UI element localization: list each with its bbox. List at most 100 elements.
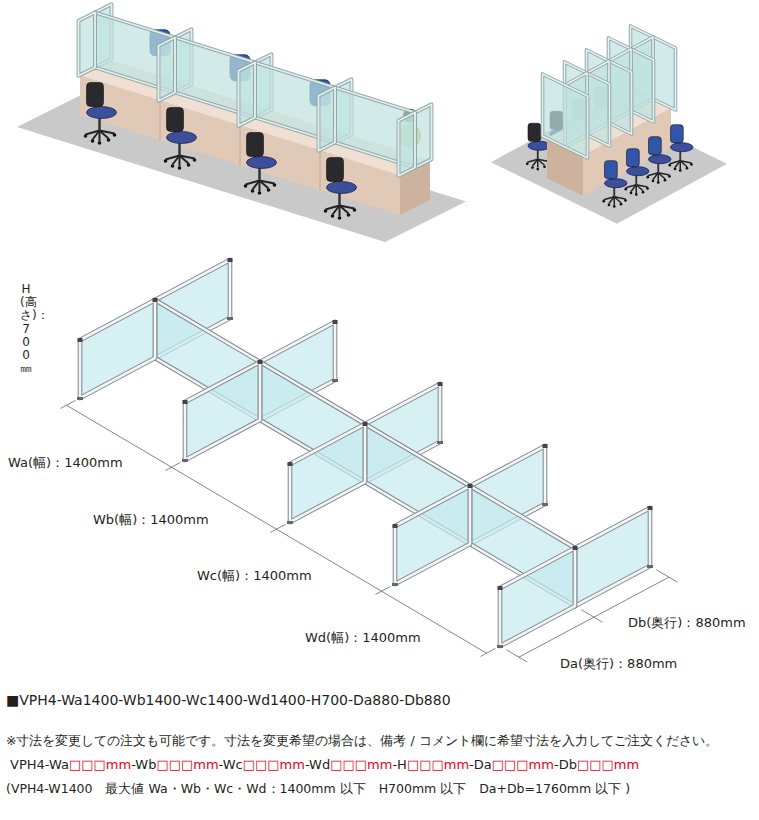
- chair-wheel: [613, 205, 616, 208]
- post-cap: [363, 422, 368, 426]
- chair-back: [87, 83, 104, 107]
- panel-frame-inner: [80, 300, 155, 398]
- panel-frame: [319, 88, 336, 151]
- chair-wheel: [674, 168, 677, 171]
- dimension-tick: [581, 610, 602, 622]
- panel-frame: [575, 508, 650, 606]
- chair-wheel: [686, 167, 689, 170]
- chair-wheel: [353, 208, 357, 212]
- chair-seat: [327, 182, 357, 194]
- panel-frame-inner: [319, 88, 336, 151]
- glass-panel: [159, 38, 176, 101]
- post-cap: [288, 462, 293, 466]
- panel-frame: [399, 113, 416, 176]
- chair-base: [260, 181, 275, 184]
- panel-frame: [415, 104, 432, 167]
- text-part: H(高さ)：700㎜: [20, 282, 49, 375]
- chair-base: [614, 197, 625, 199]
- panel-frame: [290, 424, 365, 522]
- post-cap: [438, 382, 443, 386]
- chair-back: [247, 133, 264, 157]
- panel-frame-inner: [415, 104, 432, 167]
- chair-wheel: [91, 139, 95, 143]
- chair-base: [653, 173, 658, 180]
- post-cap: [468, 484, 473, 488]
- text-part: □□□mm: [243, 757, 305, 772]
- chair-wheel: [624, 188, 627, 191]
- chair-back: [327, 158, 344, 182]
- text-part: -Wd: [305, 757, 330, 772]
- panel-foot: [392, 583, 398, 586]
- desk-joint: [320, 150, 321, 190]
- text-part: Db(奥行)：880mm: [628, 615, 746, 630]
- dimension-tick: [506, 650, 527, 662]
- chair-wheel: [646, 176, 649, 179]
- post-cap: [153, 298, 158, 302]
- width-dimension: Wd(幅)：1400mm: [305, 630, 421, 646]
- chair-wheel: [187, 163, 191, 167]
- text-part: VPH4-Wa: [10, 757, 69, 772]
- desk-joint: [160, 100, 161, 140]
- text-part: □□□mm: [492, 757, 554, 772]
- text-part: □□□mm: [407, 757, 469, 772]
- width-dimension: Wb(幅)：1400mm: [93, 512, 209, 528]
- glass-panel: [79, 13, 96, 76]
- chair-wheel: [273, 183, 277, 187]
- width-dimension: Wc(幅)：1400mm: [197, 568, 312, 584]
- glass-panel: [500, 548, 575, 646]
- text-part: -Wb: [131, 757, 156, 772]
- chair-wheel: [608, 204, 611, 207]
- text-part: □□□mm: [330, 757, 392, 772]
- chair-wheel: [347, 213, 351, 217]
- chair-base: [533, 159, 538, 166]
- order-template: VPH4-Wa□□□mm-Wb□□□mm-Wc□□□mm-Wd□□□mm-H□□…: [10, 757, 639, 773]
- chair-base: [631, 185, 636, 192]
- glass-panel: [415, 104, 432, 167]
- text-part: □□□mm: [577, 757, 639, 772]
- glass-panel: [543, 74, 588, 158]
- text-part: -H: [392, 757, 406, 772]
- chair-seat: [605, 179, 628, 188]
- chair-seat: [247, 157, 277, 169]
- panel-foot: [542, 503, 548, 506]
- glass-panel: [395, 486, 470, 584]
- chair-back: [605, 161, 618, 179]
- text-part: -Wc: [219, 757, 243, 772]
- chair-wheel: [258, 191, 262, 195]
- text-part: Wc(幅)：1400mm: [197, 568, 312, 583]
- chair-wheel: [338, 216, 342, 220]
- title: ■VPH4-Wa1400-Wb1400-Wc1400-Wd1400-H700-D…: [6, 692, 451, 710]
- panel-frame-inner: [575, 508, 650, 606]
- glass-panel: [319, 88, 336, 151]
- chair-base: [180, 156, 195, 159]
- chair-wheel: [679, 169, 682, 172]
- dimension-tick: [481, 648, 496, 656]
- post-cap: [258, 360, 263, 364]
- dimension-tick: [271, 524, 286, 532]
- panel-frame: [80, 300, 155, 398]
- chair-base: [609, 197, 614, 204]
- chair-seat: [167, 132, 197, 144]
- chair-wheel: [324, 209, 328, 213]
- depth-dimension: Da(奥行)：880mm: [560, 656, 677, 672]
- chair-wheel: [624, 199, 627, 202]
- chair-seat: [87, 107, 117, 119]
- chair-wheel: [642, 191, 645, 194]
- glass-panel: [290, 424, 365, 522]
- dimension-line: [67, 405, 487, 653]
- panel-frame-inner: [500, 548, 575, 646]
- panel-foot: [77, 397, 83, 400]
- chair-wheel: [193, 158, 197, 162]
- chair-wheel: [657, 181, 660, 184]
- chair-back: [167, 108, 184, 132]
- post-cap: [393, 524, 398, 528]
- panel-frame-inner: [185, 362, 260, 460]
- office-render-left: [17, 4, 466, 242]
- panel-frame-inner: [239, 63, 256, 126]
- chair-wheel: [668, 164, 671, 167]
- panel-foot: [437, 441, 443, 444]
- chair-wheel: [635, 193, 638, 196]
- chair-wheel: [664, 179, 667, 182]
- post-cap: [78, 338, 83, 342]
- text-part: Wb(幅)：1400mm: [93, 512, 209, 527]
